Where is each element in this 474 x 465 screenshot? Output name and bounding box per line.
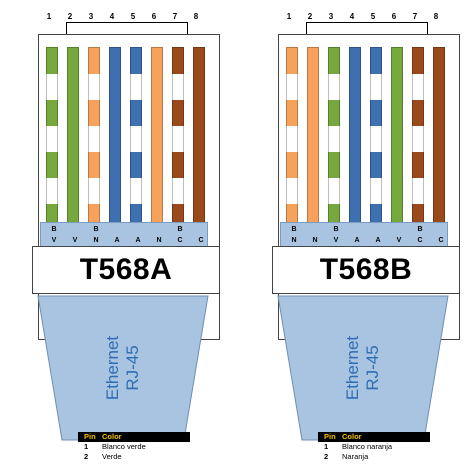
color-code: A [114,237,120,244]
wire-pin-7 [412,47,424,225]
color-code: N [93,237,99,244]
plug-label: Ethernet RJ-45 [103,336,143,400]
plug-label-line1: Ethernet [343,335,362,401]
legend-color-header: Color [342,432,362,441]
wire-pin-8 [193,47,205,225]
legend-header: Pin Color [318,432,430,442]
color-code: A [354,237,360,244]
pin-number: 3 [328,12,334,21]
wire-pin-2 [67,47,79,225]
color-code: V [51,237,57,244]
plug-label-line2: RJ-45 [123,345,142,391]
color-code-strip: B B B N N V A A V C C [280,222,448,248]
connector-latch-bracket [66,22,188,35]
wire-pin-2 [307,47,319,225]
wire-pin-6 [151,47,163,225]
wire-pin-1 [46,47,58,225]
standard-label-box: T568A [32,246,220,294]
color-code-strip: B B B V V N A A N C C [40,222,208,248]
pin-number-row: 1 2 3 4 5 6 7 8 [38,12,214,26]
pin-color-legend: Pin Color 1 Blanco verde 2 Verde [78,432,190,462]
legend-color: Naranja [342,452,369,461]
standard-label-box: T568B [272,246,460,294]
plug-label-line2: RJ-45 [363,345,382,391]
connector-latch-bracket [306,22,428,35]
legend-pin: 2 [324,452,329,461]
standard-title: T568A [79,253,173,286]
pin-number: 4 [349,12,355,21]
wire-pin-4 [349,47,361,225]
legend-row: 1 Blanco verde [78,442,190,452]
legend-color: Blanco naranja [342,442,393,451]
wire-group [286,47,454,225]
color-code: N [291,237,297,244]
color-code: C [177,237,183,244]
color-code: C [438,237,444,244]
color-code: V [72,237,78,244]
pin-number: 8 [193,12,199,21]
pin-number: 2 [67,12,73,21]
color-code: A [135,237,141,244]
pin-number: 8 [433,12,439,21]
wire-group [46,47,214,225]
color-code: V [333,237,339,244]
pin-number: 1 [286,12,292,21]
color-code: V [396,237,402,244]
color-code: C [198,237,204,244]
wire-pin-3 [328,47,340,225]
color-code: N [312,237,318,244]
legend-header: Pin Color [78,432,190,442]
pin-number: 5 [130,12,136,21]
color-code-prefix: B [291,226,297,233]
standard-title: T568B [319,253,413,286]
pin-color-legend: Pin Color 1 Blanco naranja 2 Naranja [318,432,430,462]
legend-pin-header: Pin [84,432,96,441]
pin-number: 1 [46,12,52,21]
color-code-prefix: B [51,226,57,233]
pin-number: 4 [109,12,115,21]
color-code: C [417,237,423,244]
legend-row: 2 Naranja [318,452,430,462]
legend-color-header: Color [102,432,122,441]
legend-pin: 2 [84,452,89,461]
plug-label-line1: Ethernet [103,335,122,401]
wire-pin-5 [130,47,142,225]
color-code: A [375,237,381,244]
connector-t568a: 1 2 3 4 5 6 7 8 B B B V V N A A N C C T5… [16,0,220,465]
wire-pin-7 [172,47,184,225]
wire-pin-6 [391,47,403,225]
color-code-prefix: B [93,226,99,233]
color-code-prefix: B [417,226,423,233]
legend-row: 2 Verde [78,452,190,462]
legend-pin-header: Pin [324,432,336,441]
wire-pin-8 [433,47,445,225]
pin-number-row: 1 2 3 4 5 6 7 8 [278,12,454,26]
wire-pin-1 [286,47,298,225]
pin-number: 5 [370,12,376,21]
legend-pin: 1 [324,442,329,451]
wire-pin-4 [109,47,121,225]
legend-color: Verde [102,452,122,461]
pin-number: 2 [307,12,313,21]
wire-pin-3 [88,47,100,225]
pin-number: 7 [412,12,418,21]
connector-t568b: 1 2 3 4 5 6 7 8 B B B N N V A A V C C T5… [256,0,460,465]
pin-number: 6 [391,12,397,21]
legend-pin: 1 [84,442,89,451]
plug-label: Ethernet RJ-45 [343,336,383,400]
wire-pin-5 [370,47,382,225]
pin-number: 3 [88,12,94,21]
color-code-prefix: B [177,226,183,233]
pin-number: 6 [151,12,157,21]
legend-row: 1 Blanco naranja [318,442,430,452]
color-code-prefix: B [333,226,339,233]
pin-number: 7 [172,12,178,21]
legend-color: Blanco verde [102,442,146,451]
color-code: N [156,237,162,244]
